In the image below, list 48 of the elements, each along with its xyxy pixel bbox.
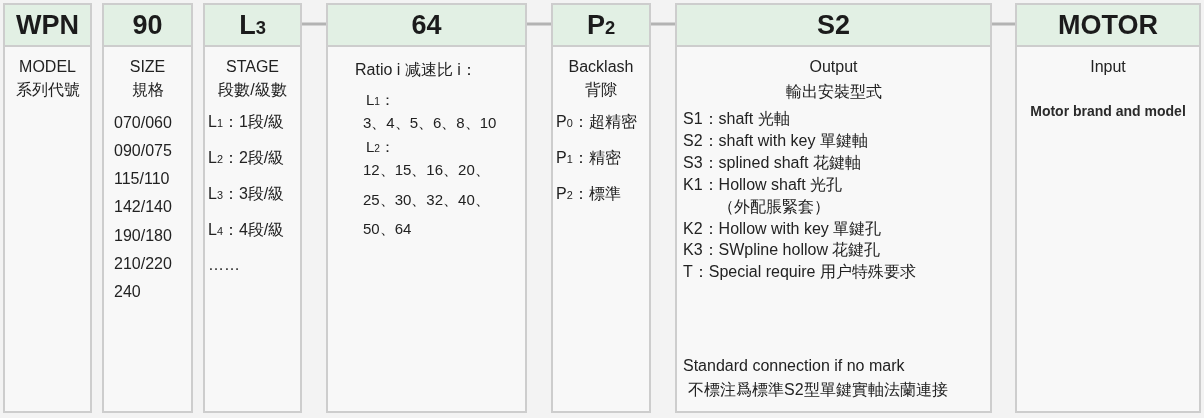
field-title: STAGE <box>225 57 279 77</box>
code-segment-column <box>102 3 193 413</box>
code-segment-header: 64 <box>328 5 525 47</box>
option-text: …… <box>208 255 240 275</box>
option-text: 210/220 <box>114 254 172 274</box>
option-text: T：Special require 用户特殊要求 <box>683 262 916 282</box>
code-segment-header: WPN <box>5 5 90 47</box>
field-title: Output <box>809 57 858 77</box>
code-segment-header: MOTOR <box>1017 5 1199 47</box>
code-segment-header: S2 <box>677 5 990 47</box>
field-title: Backlash <box>568 57 634 77</box>
connector-line <box>651 22 675 26</box>
ratio-list: 12、15、16、20、25、30、32、40、50、64 <box>363 155 513 244</box>
option-text: K3：SWpline hollow 花鍵孔 <box>683 240 881 260</box>
field-title: SIZE <box>129 57 166 77</box>
field-title: Ratio i 减速比 i： <box>355 60 477 80</box>
field-title: MODEL <box>19 57 76 77</box>
option-text: 115/110 <box>114 169 170 189</box>
option-text: S1：shaft 光軸 <box>683 109 790 129</box>
code-segment-column <box>675 3 992 413</box>
field-title: 輸出安裝型式 <box>785 82 882 102</box>
code-segment-header: 90 <box>104 5 191 47</box>
option-text: 3、4、5、6、8、10 <box>363 113 497 133</box>
code-segment-column <box>203 3 302 413</box>
option-text: K1：Hollow shaft 光孔（外配脹緊套） <box>683 175 844 217</box>
field-title: 規格 <box>131 80 164 100</box>
code-segment-column <box>551 3 651 413</box>
field-title: 系列代號 <box>15 80 80 100</box>
option-text: S3：splined shaft 花鍵軸 <box>683 153 861 173</box>
option-text: 190/180 <box>114 226 172 246</box>
note-text: Standard connection if no mark <box>683 356 905 376</box>
option-text: 070/060 <box>114 113 172 133</box>
option-text: 240 <box>114 282 141 302</box>
option-text: S2：shaft with key 單鍵軸 <box>683 131 868 151</box>
field-title: Input <box>1090 57 1126 77</box>
option-text: 090/075 <box>114 141 172 161</box>
connector-line <box>302 22 326 26</box>
field-title: 背隙 <box>585 80 617 100</box>
field-title: 段數/級數 <box>218 80 287 100</box>
option-text: 142/140 <box>114 197 172 217</box>
note-text: Motor brand and model <box>1030 102 1186 121</box>
connector-line <box>527 22 551 26</box>
code-segment-column <box>326 3 527 413</box>
note-text: 不標注爲標準S2型單鍵實軸法蘭連接 <box>688 380 948 400</box>
option-text: K2：Hollow with key 單鍵孔 <box>683 219 882 239</box>
code-segment-column <box>1015 3 1201 413</box>
code-segment-column <box>3 3 92 413</box>
connector-line <box>992 22 1015 26</box>
